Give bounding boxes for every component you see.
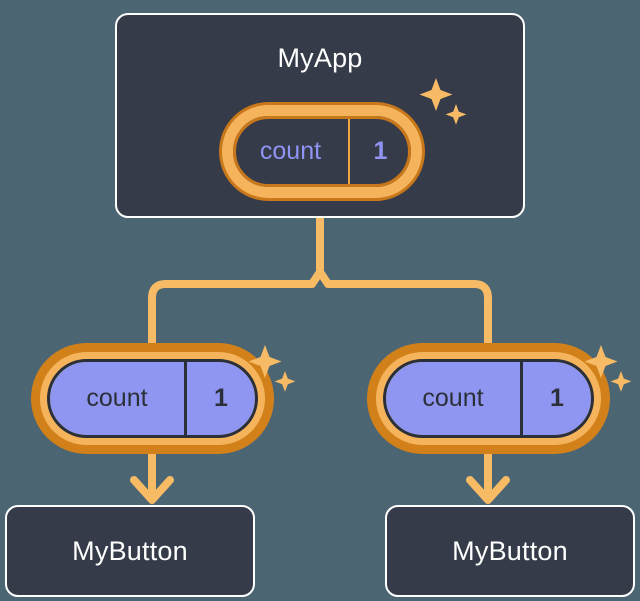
myapp-state-pill[interactable]: count 1 — [222, 105, 422, 198]
arrow-right — [466, 443, 510, 504]
branch-left-state-pill-wrap: count 1 — [40, 352, 265, 445]
branch-right-state-pill-wrap: count 1 — [376, 352, 601, 445]
connector-branch-right — [316, 268, 492, 359]
branch-left-state-key: count — [86, 384, 148, 412]
myapp-state-pill-wrap: count 1 — [222, 105, 422, 198]
branch-left-state-value: 1 — [184, 362, 255, 435]
branch-right-state-value: 1 — [520, 362, 591, 435]
branch-left-state-pill[interactable]: count 1 — [40, 352, 265, 445]
connector-branch-left — [148, 268, 324, 359]
arrow-left — [130, 443, 174, 504]
mybutton-card-left[interactable]: MyButton — [5, 505, 255, 597]
myapp-card[interactable]: MyApp count 1 — [115, 13, 525, 218]
branch-right-state-pill[interactable]: count 1 — [376, 352, 601, 445]
mybutton-card-right-title: MyButton — [452, 535, 568, 566]
mybutton-card-right[interactable]: MyButton — [385, 505, 635, 597]
myapp-card-title: MyApp — [277, 43, 363, 73]
branch-right-state-key: count — [422, 384, 484, 412]
myapp-state-key: count — [259, 137, 322, 165]
mybutton-card-left-title: MyButton — [72, 535, 188, 566]
myapp-state-value: 1 — [348, 116, 411, 187]
